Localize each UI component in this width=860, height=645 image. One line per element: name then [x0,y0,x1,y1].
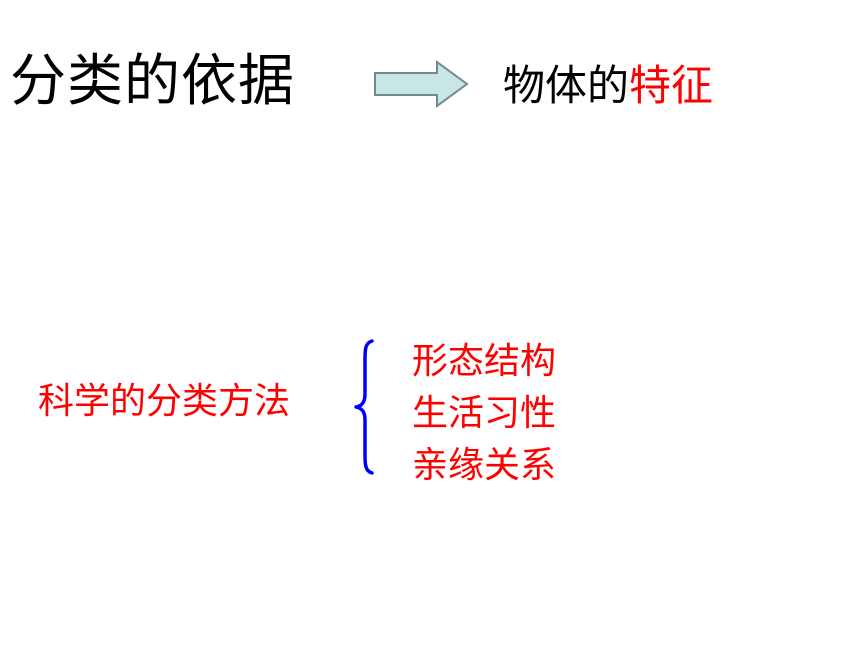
slide-title: 分类的依据 [10,49,295,114]
feature-highlight: 特征 [629,61,714,110]
method-item: 形态结构 [412,341,557,382]
feature-text: 物体的特征 [503,56,713,116]
feature-prefix: 物体的 [503,61,630,110]
method-item: 生活习性 [412,393,557,434]
arrow-shape [374,60,469,108]
left-brace-icon [354,339,374,475]
brace-path [354,339,374,475]
method-list: 形态结构 生活习性 亲缘关系 [412,336,556,492]
right-arrow-icon [374,60,469,108]
method-label: 科学的分类方法 [38,381,291,422]
method-item: 亲缘关系 [412,445,557,486]
